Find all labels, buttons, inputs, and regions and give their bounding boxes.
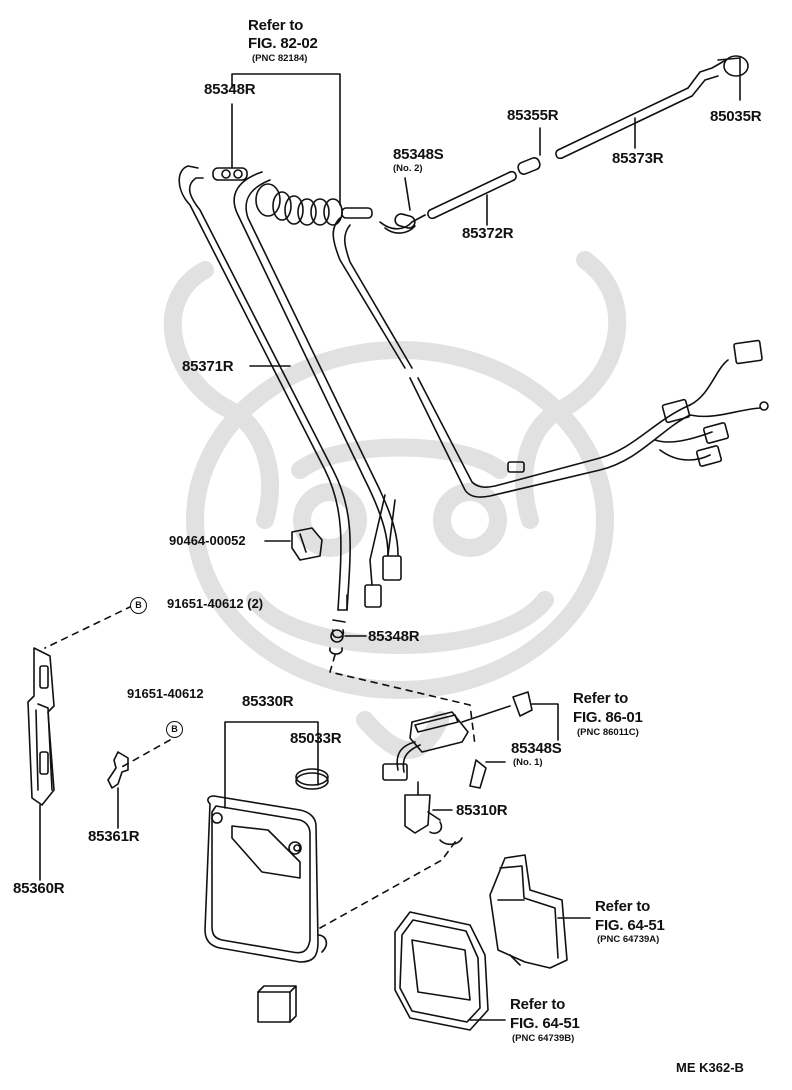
ref-82-02-pnc: (PNC 82184) [252,53,308,64]
ref-64-51b-fig: FIG. 64-51 [510,1015,580,1032]
part-85033R: 85033R [290,730,342,747]
washer-motor [409,711,469,753]
shroud-64739B [394,911,489,1031]
part-85360R: 85360R [13,880,65,897]
part-85372R: 85372R [462,225,514,242]
shroud-64739A [489,854,568,969]
ref-86-01-title: Refer to [573,690,629,707]
ref-82-02-bracket [231,73,341,206]
watermark-logo [163,251,627,759]
ref-64-51a-pnc: (PNC 64739A) [597,934,660,945]
part-85348S-mid: 85348S [511,740,562,757]
part-85348S-mid-note: (No. 1) [513,757,543,768]
part-85355R: 85355R [507,107,559,124]
part-85348S-top-note: (No. 2) [393,163,423,174]
ref-86-01-fig: FIG. 86-01 [573,709,643,726]
hose-85371R [178,165,342,611]
ref-64-51b-title: Refer to [510,996,566,1013]
part-85310R: 85310R [456,802,508,819]
hose-85371R-inner [233,171,389,556]
part-85035R: 85035R [710,108,762,125]
ref-86-01-pnc: (PNC 86011C) [577,727,639,738]
part-90464-00052: 90464-00052 [169,533,246,548]
part-85361R: 85361R [88,828,140,845]
diagram-code: ME K362-B [676,1060,744,1075]
part-85348S-top: 85348S [393,146,444,163]
part-85371R: 85371R [182,358,234,375]
bracket-85360R [27,647,55,806]
hose-85373R [557,87,693,159]
washer-tank [204,795,319,963]
ref-82-02-title: Refer to [248,17,304,34]
bolt-mark-1: B [130,597,147,614]
harness-hose [332,217,691,498]
part-85348R-top: 85348R [204,81,256,98]
part-85373R: 85373R [612,150,664,167]
ref-82-02-fig: FIG. 82-02 [248,35,318,52]
ref-64-51a-title: Refer to [595,898,651,915]
part-85348R-mid: 85348R [368,628,420,645]
part-91651-40612-2: 91651-40612 (2) [167,596,264,611]
bolt-mark-2: B [166,721,183,738]
ref-64-51b-pnc: (PNC 64739B) [512,1033,575,1044]
part-85330R: 85330R [242,693,294,710]
hose-85372R [429,171,515,219]
leader-85348S-top [404,177,411,211]
ref-64-51a-fig: FIG. 64-51 [595,917,665,934]
part-91651-40612: 91651-40612 [127,686,204,701]
